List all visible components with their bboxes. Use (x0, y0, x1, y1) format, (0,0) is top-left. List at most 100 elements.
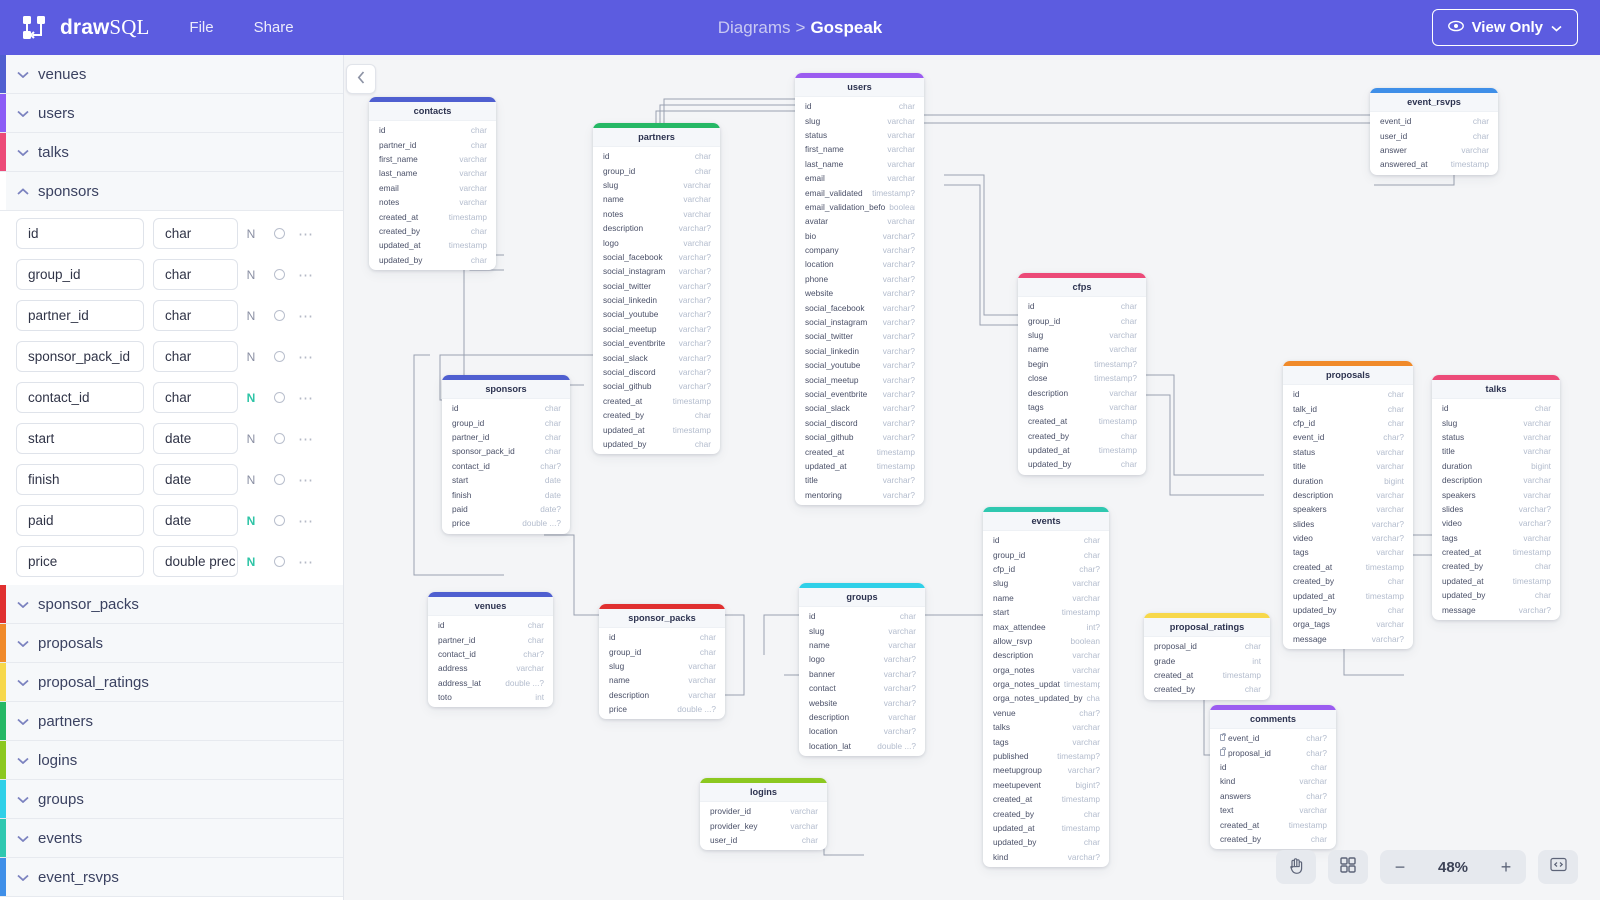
ellipsis-icon[interactable]: ⋯ (298, 553, 314, 571)
field-nullable-toggle[interactable]: N (246, 472, 256, 487)
sidebar-table-logins[interactable]: logins (0, 741, 343, 780)
key-circle-icon[interactable] (274, 228, 285, 239)
key-circle-icon[interactable] (274, 392, 285, 403)
key-circle-icon[interactable] (274, 515, 285, 526)
sidebar-table-venues[interactable]: venues (0, 55, 343, 94)
key-circle-icon[interactable] (274, 351, 285, 362)
field-type-input[interactable]: char (153, 300, 238, 331)
table-column-row[interactable]: email_validation_befoboolean (795, 200, 924, 214)
field-nullable-toggle[interactable]: N (246, 308, 256, 323)
ellipsis-icon[interactable]: ⋯ (298, 430, 314, 448)
field-nullable-toggle[interactable]: N (246, 513, 256, 528)
key-circle-icon[interactable] (274, 474, 285, 485)
sidebar-table-proposals[interactable]: proposals (0, 624, 343, 663)
field-type-input[interactable]: char (153, 218, 238, 249)
key-circle-icon[interactable] (274, 310, 285, 321)
sidebar-table-talks[interactable]: talks (0, 133, 343, 172)
ellipsis-icon[interactable]: ⋯ (298, 225, 314, 243)
ellipsis-icon[interactable]: ⋯ (298, 471, 314, 489)
sidebar-table-sponsors[interactable]: sponsors (0, 172, 343, 211)
field-name-input[interactable]: paid (16, 505, 144, 536)
view-only-button[interactable]: View Only (1431, 9, 1578, 46)
ellipsis-icon[interactable]: ⋯ (298, 307, 314, 325)
